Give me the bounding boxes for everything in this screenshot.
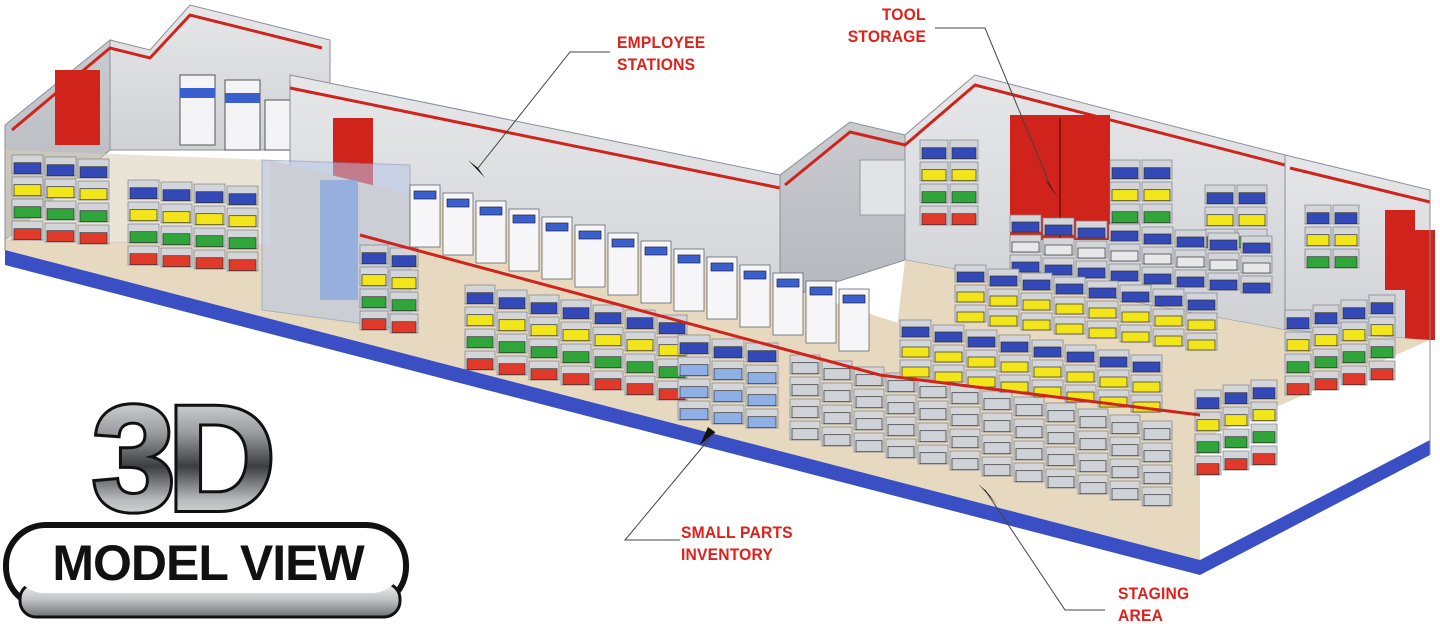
callout-line: STORAGE [847,27,927,46]
callout-small-parts-inventory: SMALL PARTS INVENTORY [681,522,793,566]
workstation [607,232,639,296]
pointer-arrow-icon [468,160,1058,505]
shelf-unit [1194,379,1278,476]
workstation [409,184,441,248]
callout-employee-stations: EMPLOYEE STATIONS [617,32,705,76]
shelf-unit [789,354,1173,507]
workstation [838,288,870,352]
shelf-unit [359,244,419,334]
callout-tool-storage: TOOL STORAGE [848,4,926,48]
shelf-unit [677,334,779,429]
callout-line: STAGING [1118,584,1190,603]
shelf-unit [1304,204,1360,269]
callout-lines [477,27,1105,611]
callout-line: TOOL [881,5,926,24]
badge-3d-text: 3D [92,375,270,542]
shelf-unit [1284,294,1396,396]
workstation [640,240,672,304]
shelf-unit [464,284,688,401]
shelf-unit [11,154,110,245]
callout-line: STATIONS [617,55,696,74]
callout-line: AREA [1118,606,1164,625]
workstation [772,272,804,336]
workstation [442,192,474,256]
shelf-unit [1109,159,1173,224]
shelving-units [11,139,1396,507]
workstation [706,256,738,320]
front-edge [4,125,1431,575]
callout-line: SMALL PARTS [681,523,793,542]
shelf-unit [954,264,1218,351]
workstation [475,200,507,264]
employee-stations [409,184,870,352]
equipment-carts [179,74,291,151]
workstation [739,264,771,328]
workstation [508,208,540,272]
workstation [574,224,606,288]
workstation [673,248,705,312]
callout-staging-area: STAGING AREA [1118,583,1189,627]
red-door [55,70,100,145]
badge-label: MODEL VIEW [52,535,365,591]
workstation [541,216,573,280]
workstation [805,280,837,344]
callout-line: INVENTORY [681,545,774,564]
callout-line: EMPLOYEE [617,33,706,52]
shelf-unit [1009,214,1273,294]
shelf-unit [899,319,1163,413]
3d-model-view-badge: 3D MODEL VIEW [3,375,409,619]
shelf-unit [127,179,259,272]
shelf-unit [919,139,979,226]
